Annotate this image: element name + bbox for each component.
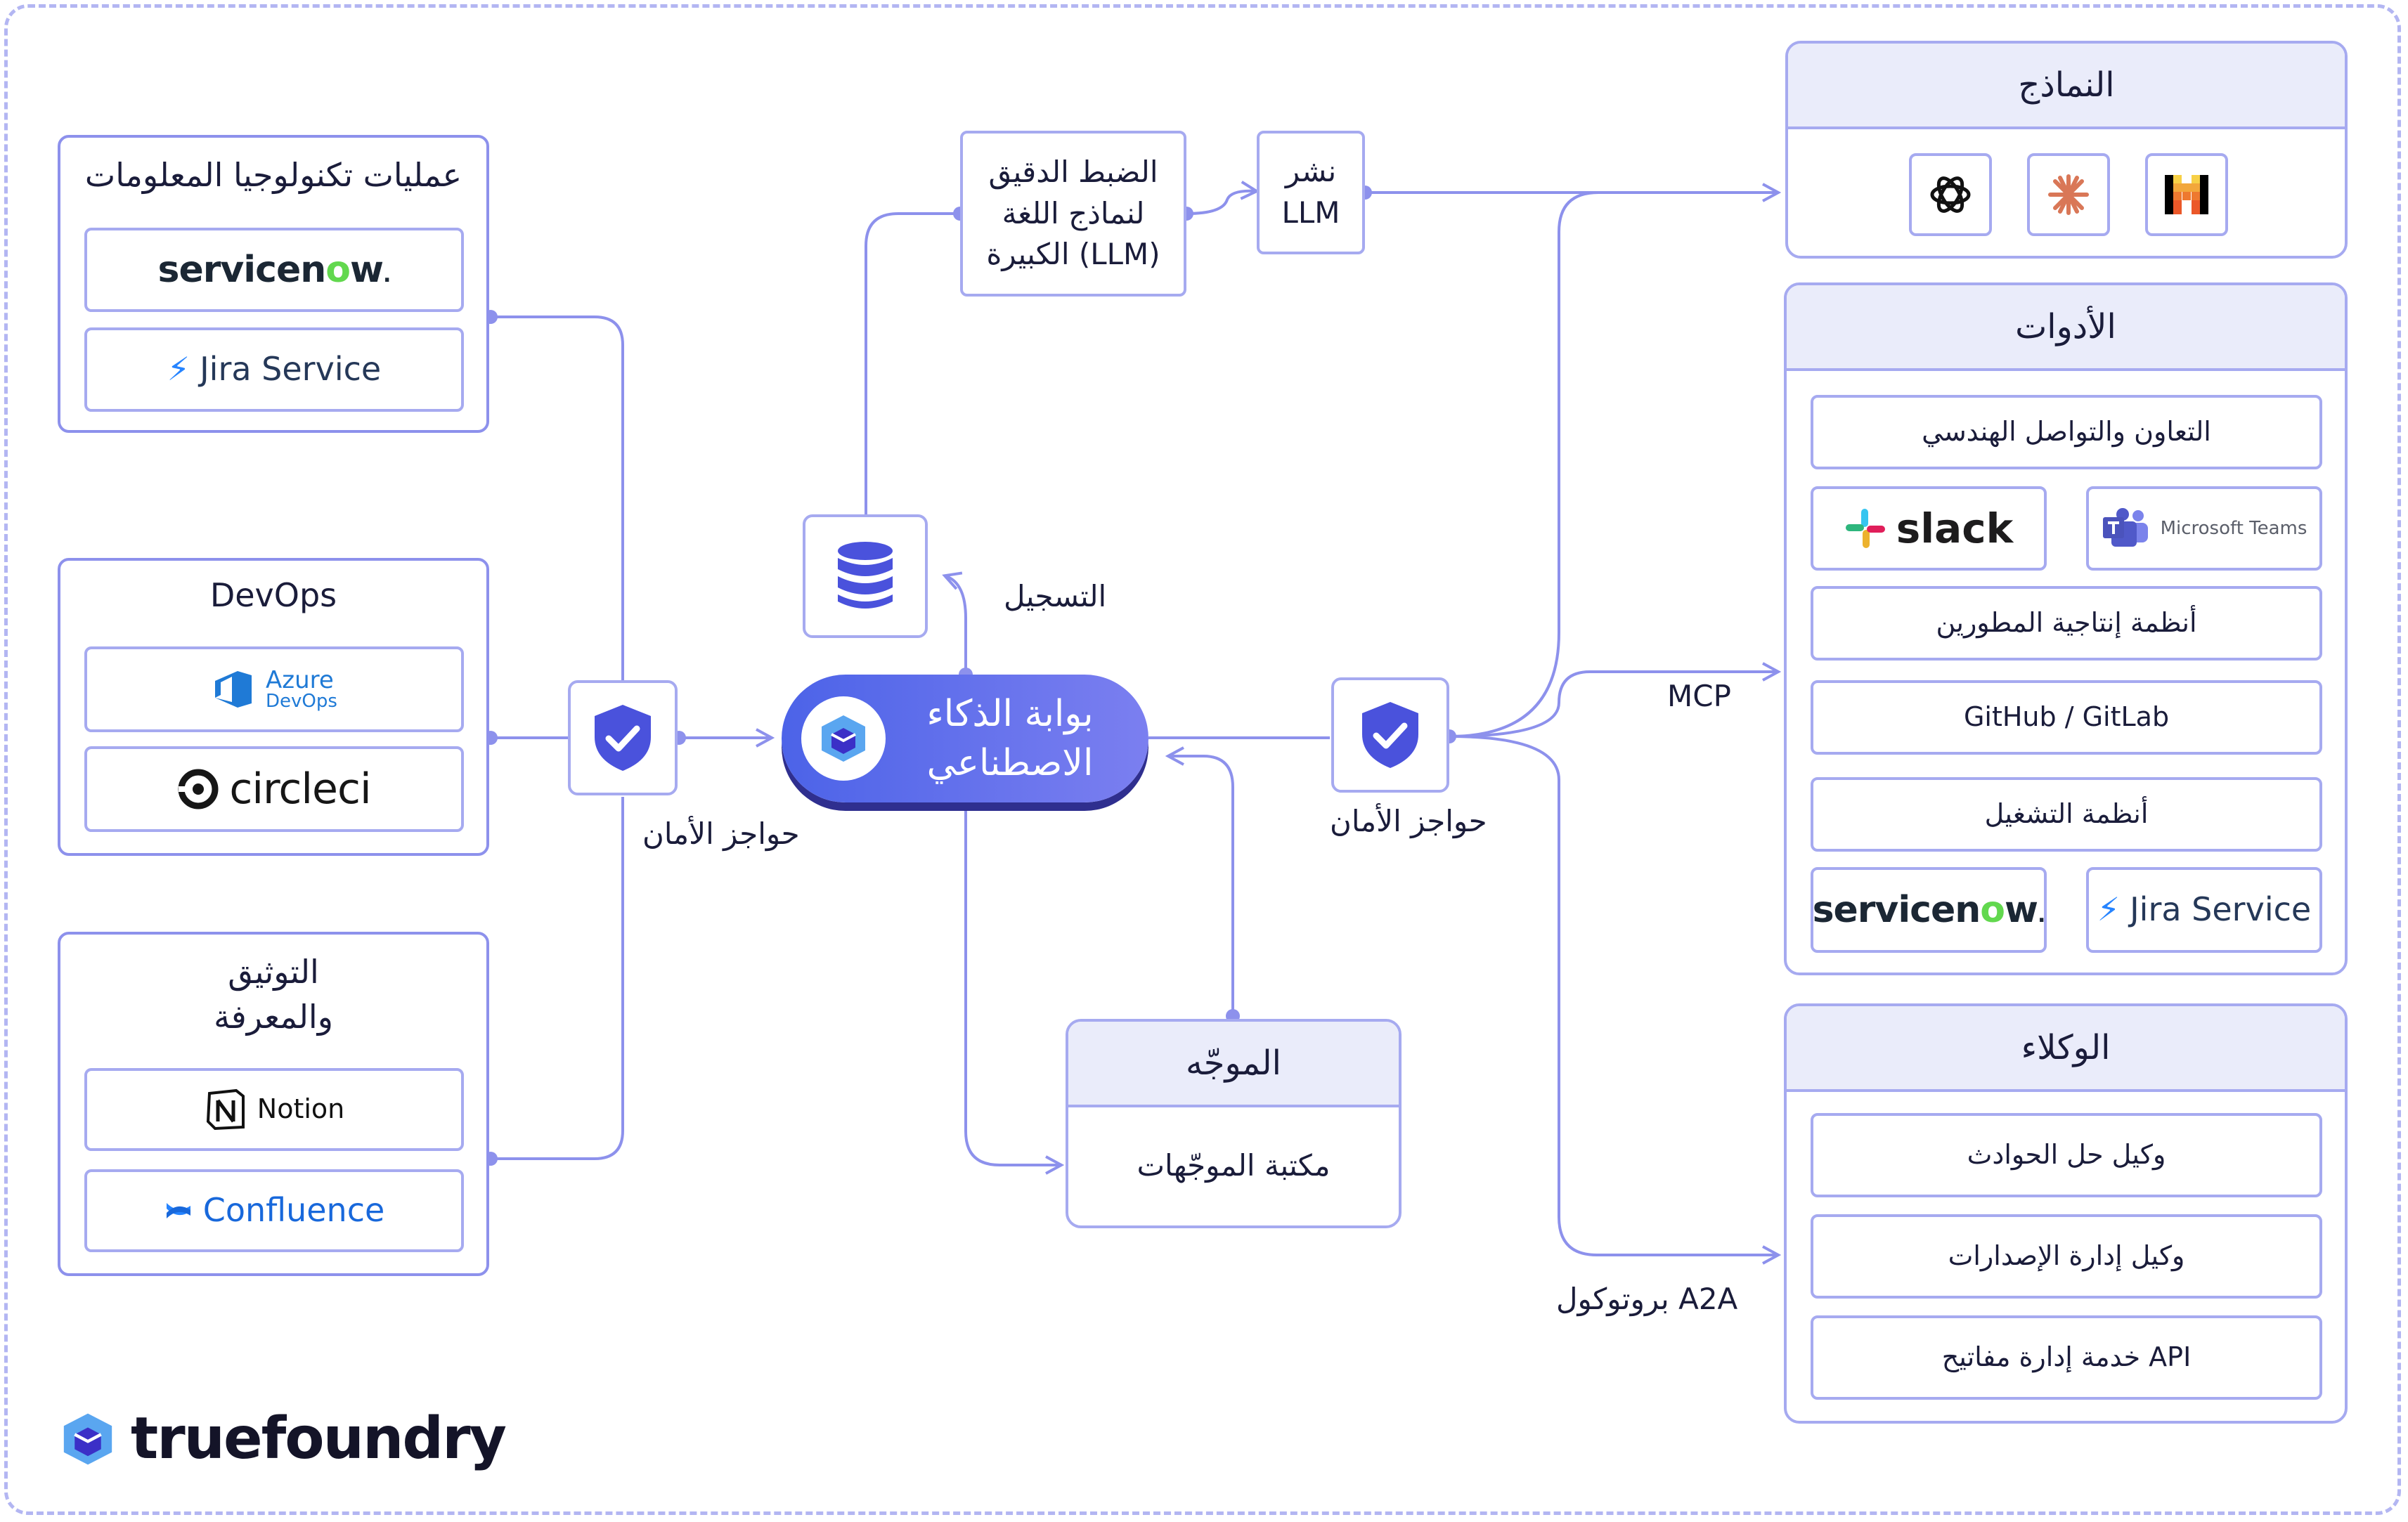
router-title: الموجّه xyxy=(1068,1022,1399,1107)
deploy-line2: LLM xyxy=(1281,195,1340,230)
mcp-label: MCP xyxy=(1667,679,1731,713)
openai-icon[interactable] xyxy=(1909,153,1992,236)
confluence-icon xyxy=(166,1203,190,1218)
wire-itops xyxy=(491,316,624,682)
wire-router-gateway xyxy=(1170,756,1234,1016)
wire-docs xyxy=(491,797,624,1160)
group-devops-title: DevOps xyxy=(209,576,337,614)
wire-guard-models xyxy=(1449,191,1599,738)
tools-jira-card[interactable]: ⚡Jira Service xyxy=(2086,867,2322,953)
jira-label: Jira Service xyxy=(200,350,382,389)
azure-label: Azure xyxy=(266,666,334,694)
circleci-label: circleci xyxy=(229,764,371,814)
tools-title: الأدوات xyxy=(1787,285,2345,371)
logging-label: التسجيل xyxy=(1004,579,1107,613)
tools-collab-card[interactable]: التعاون والتواصل الهندسي xyxy=(1811,395,2322,469)
slack-icon xyxy=(1845,509,1885,548)
wire-guard-tools xyxy=(1449,672,1777,738)
wire-db-finetune xyxy=(865,212,960,514)
confluence-card[interactable]: Confluence xyxy=(84,1169,464,1252)
models-section: النماذج xyxy=(1785,41,2348,259)
tools-servicenow-card[interactable]: servicenow. xyxy=(1811,867,2047,953)
finetune-line3: الكبيرة (LLM) xyxy=(986,237,1160,272)
notion-label: Notion xyxy=(257,1093,345,1125)
wire-gateway-router xyxy=(964,802,1060,1165)
gateway-label-line2: الاصطناعي xyxy=(926,742,1094,784)
gateway-label-line1: بوابة الذكاء xyxy=(926,692,1094,735)
gateway-logo xyxy=(801,696,886,781)
database-icon xyxy=(838,542,893,609)
tools-git-card[interactable]: GitHub / GitLab xyxy=(1811,680,2322,755)
tools-jira-label: Jira Service xyxy=(2130,890,2312,929)
circleci-card[interactable]: circleci xyxy=(84,746,464,832)
models-title: النماذج xyxy=(1788,44,2345,129)
guardrail-left[interactable] xyxy=(568,680,678,795)
tools-section: الأدوات التعاون والتواصل الهندسي slack M… xyxy=(1784,282,2348,975)
jira-bolt-icon: ⚡ xyxy=(167,350,190,389)
diagram-frame xyxy=(4,4,2401,1515)
deploy-line1: نشر xyxy=(1285,154,1337,189)
guardrail-right-label: حواجز الأمان xyxy=(1330,804,1487,838)
shield-check-icon xyxy=(595,705,651,771)
ai-gateway[interactable]: بوابة الذكاء الاصطناعي xyxy=(782,675,1148,802)
jira-bolt-icon: ⚡ xyxy=(2097,890,2121,929)
servicenow-logo: servicenow. xyxy=(157,248,391,291)
group-itops: عمليات تكنولوجيا المعلومات servicenow. ⚡… xyxy=(58,135,489,433)
agents-title: الوكلاء xyxy=(1787,1006,2345,1092)
deploy-llm-box[interactable]: نشر LLM xyxy=(1257,131,1365,254)
guardrail-left-label: حواجز الأمان xyxy=(642,817,800,851)
devops-label: DevOps xyxy=(266,691,337,712)
group-itops-title: عمليات تكنولوجيا المعلومات xyxy=(84,156,462,194)
wire-guard-agents xyxy=(1449,735,1777,1255)
footer-brand: truefoundry xyxy=(58,1405,507,1472)
wire-finetune-deploy xyxy=(1186,191,1255,215)
group-devops: DevOps Azure DevOps circleci xyxy=(58,558,489,856)
truefoundry-logo-icon xyxy=(63,1413,112,1464)
group-docs-title-line1: التوثيق xyxy=(228,953,319,991)
tools-ops-card[interactable]: أنظمة التشغيل xyxy=(1811,777,2322,852)
servicenow-logo: servicenow. xyxy=(1812,888,2046,931)
notion-card[interactable]: Notion xyxy=(84,1068,464,1151)
finetune-line1: الضبط الدقيق xyxy=(988,154,1158,189)
confluence-label: Confluence xyxy=(202,1191,385,1230)
slack-card[interactable]: slack xyxy=(1811,486,2047,571)
slack-label: slack xyxy=(1896,504,2014,552)
azure-devops-icon xyxy=(215,671,252,708)
router-section: الموجّه مكتبة الموجّهات xyxy=(1066,1019,1402,1228)
group-docs-title-line2: والمعرفة xyxy=(214,998,333,1036)
wire-gateway-logging xyxy=(946,576,967,675)
agent-item[interactable]: وكيل إدارة الإصدارات xyxy=(1811,1214,2322,1299)
a2a-label: بروتوكول A2A xyxy=(1556,1282,1738,1316)
teams-label: Microsoft Teams xyxy=(2160,517,2307,539)
guardrail-right[interactable] xyxy=(1331,677,1449,793)
circleci-icon xyxy=(178,769,219,809)
microsoft-teams-icon xyxy=(2102,508,2148,547)
group-docs: التوثيق والمعرفة Notion Confluence xyxy=(58,932,489,1276)
truefoundry-cube-icon xyxy=(822,715,865,762)
mistral-icon[interactable] xyxy=(2145,153,2228,236)
agent-item[interactable]: خدمة إدارة مفاتيح API xyxy=(1811,1315,2322,1400)
finetune-box[interactable]: الضبط الدقيق لنماذج اللغة الكبيرة (LLM) xyxy=(960,131,1186,297)
prompt-library-label[interactable]: مكتبة الموجّهات xyxy=(1137,1147,1331,1183)
teams-card[interactable]: Microsoft Teams xyxy=(2086,486,2322,571)
tools-devprod-card[interactable]: أنظمة إنتاجية المطورين xyxy=(1811,586,2322,661)
agents-section: الوكلاء وكيل حل الحوادث وكيل إدارة الإصد… xyxy=(1784,1003,2348,1424)
itops-servicenow-card[interactable]: servicenow. xyxy=(84,228,464,312)
agent-item[interactable]: وكيل حل الحوادث xyxy=(1811,1113,2322,1197)
itops-jira-card[interactable]: ⚡ Jira Service xyxy=(84,327,464,412)
azure-devops-card[interactable]: Azure DevOps xyxy=(84,646,464,732)
finetune-line2: لنماذج اللغة xyxy=(1002,195,1145,230)
logging-database[interactable] xyxy=(803,514,928,638)
notion-icon xyxy=(206,1088,245,1131)
shield-check-icon xyxy=(1362,702,1418,768)
brand-name: truefoundry xyxy=(131,1405,507,1472)
anthropic-icon[interactable] xyxy=(2027,153,2110,236)
